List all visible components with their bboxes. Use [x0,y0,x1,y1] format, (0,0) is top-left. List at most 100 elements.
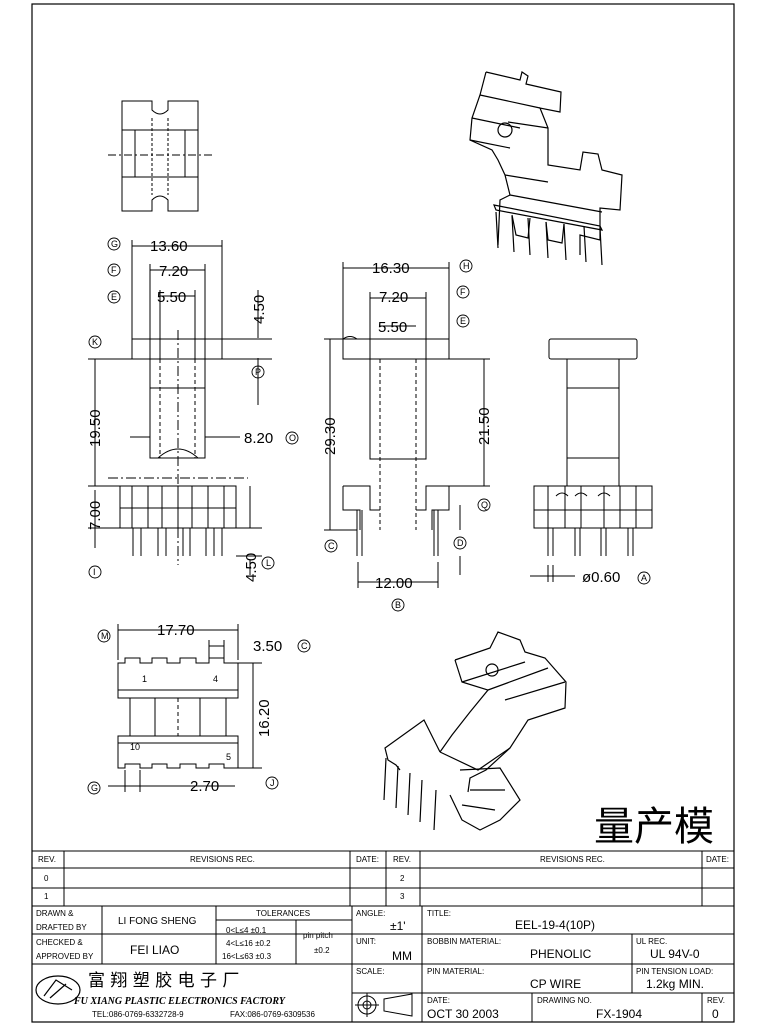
pin-tension-value: 1.2kg MIN. [646,977,704,991]
drawn-by: LI FONG SHENG [118,916,197,927]
dim-bottom-pitch: 3.50 [253,638,282,655]
label-d: D [457,538,464,548]
bobbin-material-value: PHENOLIC [530,947,592,961]
angle-label: ANGLE: [356,909,385,918]
date-header-right: DATE: [706,855,729,864]
front-view [88,240,272,575]
label-m: M [101,631,109,641]
unit-label: UNIT: [356,937,376,946]
label-b: B [395,600,401,610]
label-h: H [463,261,470,271]
top-plan-view [108,100,212,212]
dim-flange-h: 4.50 [251,295,268,324]
label-e: E [111,292,117,302]
unit-value: MM [392,949,412,963]
tolerances-label: TOLERANCES [256,909,310,918]
company-name-en: FU XIANG PLASTIC ELECTRONICS FACTORY [73,996,286,1007]
rev-row-1: 1 [44,892,49,901]
label-k: K [92,337,98,347]
dim-side-width: 16.30 [372,260,410,277]
dim-side-inner: 5.50 [378,319,407,336]
rev-row-0: 0 [44,874,49,883]
ul-rec-value: UL 94V-0 [650,947,700,961]
isometric-view-top [469,71,623,266]
checked-by: FEI LIAO [130,943,179,957]
rev-row-3: 3 [400,892,405,901]
dim-side-body-h: 21.50 [476,407,493,445]
rev-label: REV. [707,996,725,1005]
pin-pitch-label: pin pitch [303,931,333,940]
isometric-view-bottom [383,631,567,831]
pin-number-10: 10 [130,742,140,752]
drawn-label-1: DRAWN & [36,909,74,918]
angle-value: ±1' [390,919,406,933]
dim-bottom-width: 17.70 [157,622,195,639]
tolerance-2: 4<L≤16 ±0.2 [226,939,271,948]
revisions-header-left: REVISIONS REC. [190,855,255,864]
label-i: I [93,567,96,577]
dim-base-h: 7.00 [87,501,104,530]
dim-label-circles [87,237,651,795]
dim-bottom-row: 2.70 [190,778,219,795]
bottom-view [108,624,262,792]
company-tel: TEL:086-0769-6332728-9 [92,1010,184,1019]
ul-rec-label: UL REC. [636,937,667,946]
label-c: C [328,541,335,551]
dim-top-width: 13.60 [150,238,188,255]
pin-pitch-tol: ±0.2 [314,946,330,955]
dim-pin-dia: ø0.60 [582,569,620,586]
pin-material-label: PIN MATERIAL: [427,967,484,976]
tolerance-1: 0<L≤4 ±0.1 [226,926,267,935]
label-c2: C [301,641,308,651]
production-stamp: 量产模 [594,804,714,850]
title-value: EEL-19-4(10P) [515,918,595,932]
scale-label: SCALE: [356,967,384,976]
drawn-label-2: DRAFTED BY [36,923,87,932]
rev-row-2: 2 [400,874,405,883]
dim-pin-span: 12.00 [375,575,413,592]
label-g: G [111,239,118,249]
label-j: J [270,778,275,788]
label-l: L [266,558,271,568]
revisions-header-right: REVISIONS REC. [540,855,605,864]
end-view [530,338,653,582]
date-header-left: DATE: [356,855,379,864]
pin-number-4: 4 [213,674,218,684]
dim-top-inner: 5.50 [157,289,186,306]
rev-header-right: REV. [393,855,411,864]
side-view [324,262,490,588]
label-g2: G [91,783,98,793]
bobbin-material-label: BOBBIN MATERIAL: [427,937,501,946]
pin-material-value: CP WIRE [530,977,581,991]
date-label: DATE: [427,996,450,1005]
company-logo-icon [35,975,81,1005]
drawing-no-value: FX-1904 [596,1007,642,1021]
label-p: P [255,367,261,377]
pin-number-5: 5 [226,752,231,762]
dim-side-mid: 7.20 [379,289,408,306]
title-label: TITLE: [427,909,451,918]
dim-top-mid: 7.20 [159,263,188,280]
checked-label-2: APPROVED BY [36,952,94,961]
label-q: Q [481,500,488,510]
drawing-no-label: DRAWING NO. [537,996,592,1005]
date-value: OCT 30 2003 [427,1007,499,1021]
title-block-grid [32,850,734,1022]
rev-header-left: REV. [38,855,56,864]
pin-number-1: 1 [142,674,147,684]
dim-body-h: 19.50 [87,409,104,447]
label-f: F [111,265,117,275]
label-o: O [289,433,296,443]
projection-symbol-icon [355,993,413,1017]
dim-pin-len: 4.50 [243,553,260,582]
pin-tension-label: PIN TENSION LOAD: [636,967,713,976]
sheet-border [31,3,735,1023]
rev-value: 0 [712,1007,719,1021]
company-name-cn: 富 翔 塑 胶 电 子 厂 [88,971,239,991]
label-e2: E [460,316,466,326]
label-a: A [641,573,647,583]
label-f2: F [460,287,466,297]
company-fax: FAX:086-0769-6309536 [230,1010,316,1019]
checked-label-1: CHECKED & [36,938,83,947]
